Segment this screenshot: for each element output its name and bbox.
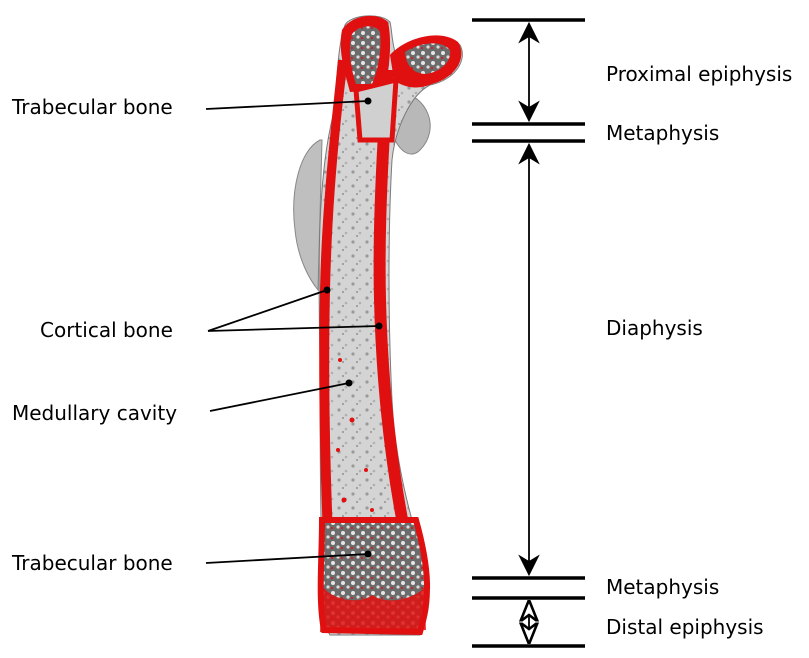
label-metaphysis-top: Metaphysis bbox=[606, 121, 719, 145]
bone-outer-surface bbox=[294, 140, 322, 290]
neck-region bbox=[356, 80, 396, 140]
label-trabecular-bone-bottom: Trabecular bone bbox=[12, 551, 173, 575]
label-metaphysis-bottom: Metaphysis bbox=[606, 575, 719, 599]
label-proximal-epiphysis: Proximal epiphysis bbox=[606, 62, 792, 86]
label-diaphysis: Diaphysis bbox=[606, 316, 703, 340]
label-trabecular-bone-top: Trabecular bone bbox=[12, 95, 173, 119]
label-medullary-cavity: Medullary cavity bbox=[12, 401, 177, 425]
label-distal-epiphysis: Distal epiphysis bbox=[606, 615, 764, 639]
label-cortical-bone: Cortical bone bbox=[40, 318, 173, 342]
